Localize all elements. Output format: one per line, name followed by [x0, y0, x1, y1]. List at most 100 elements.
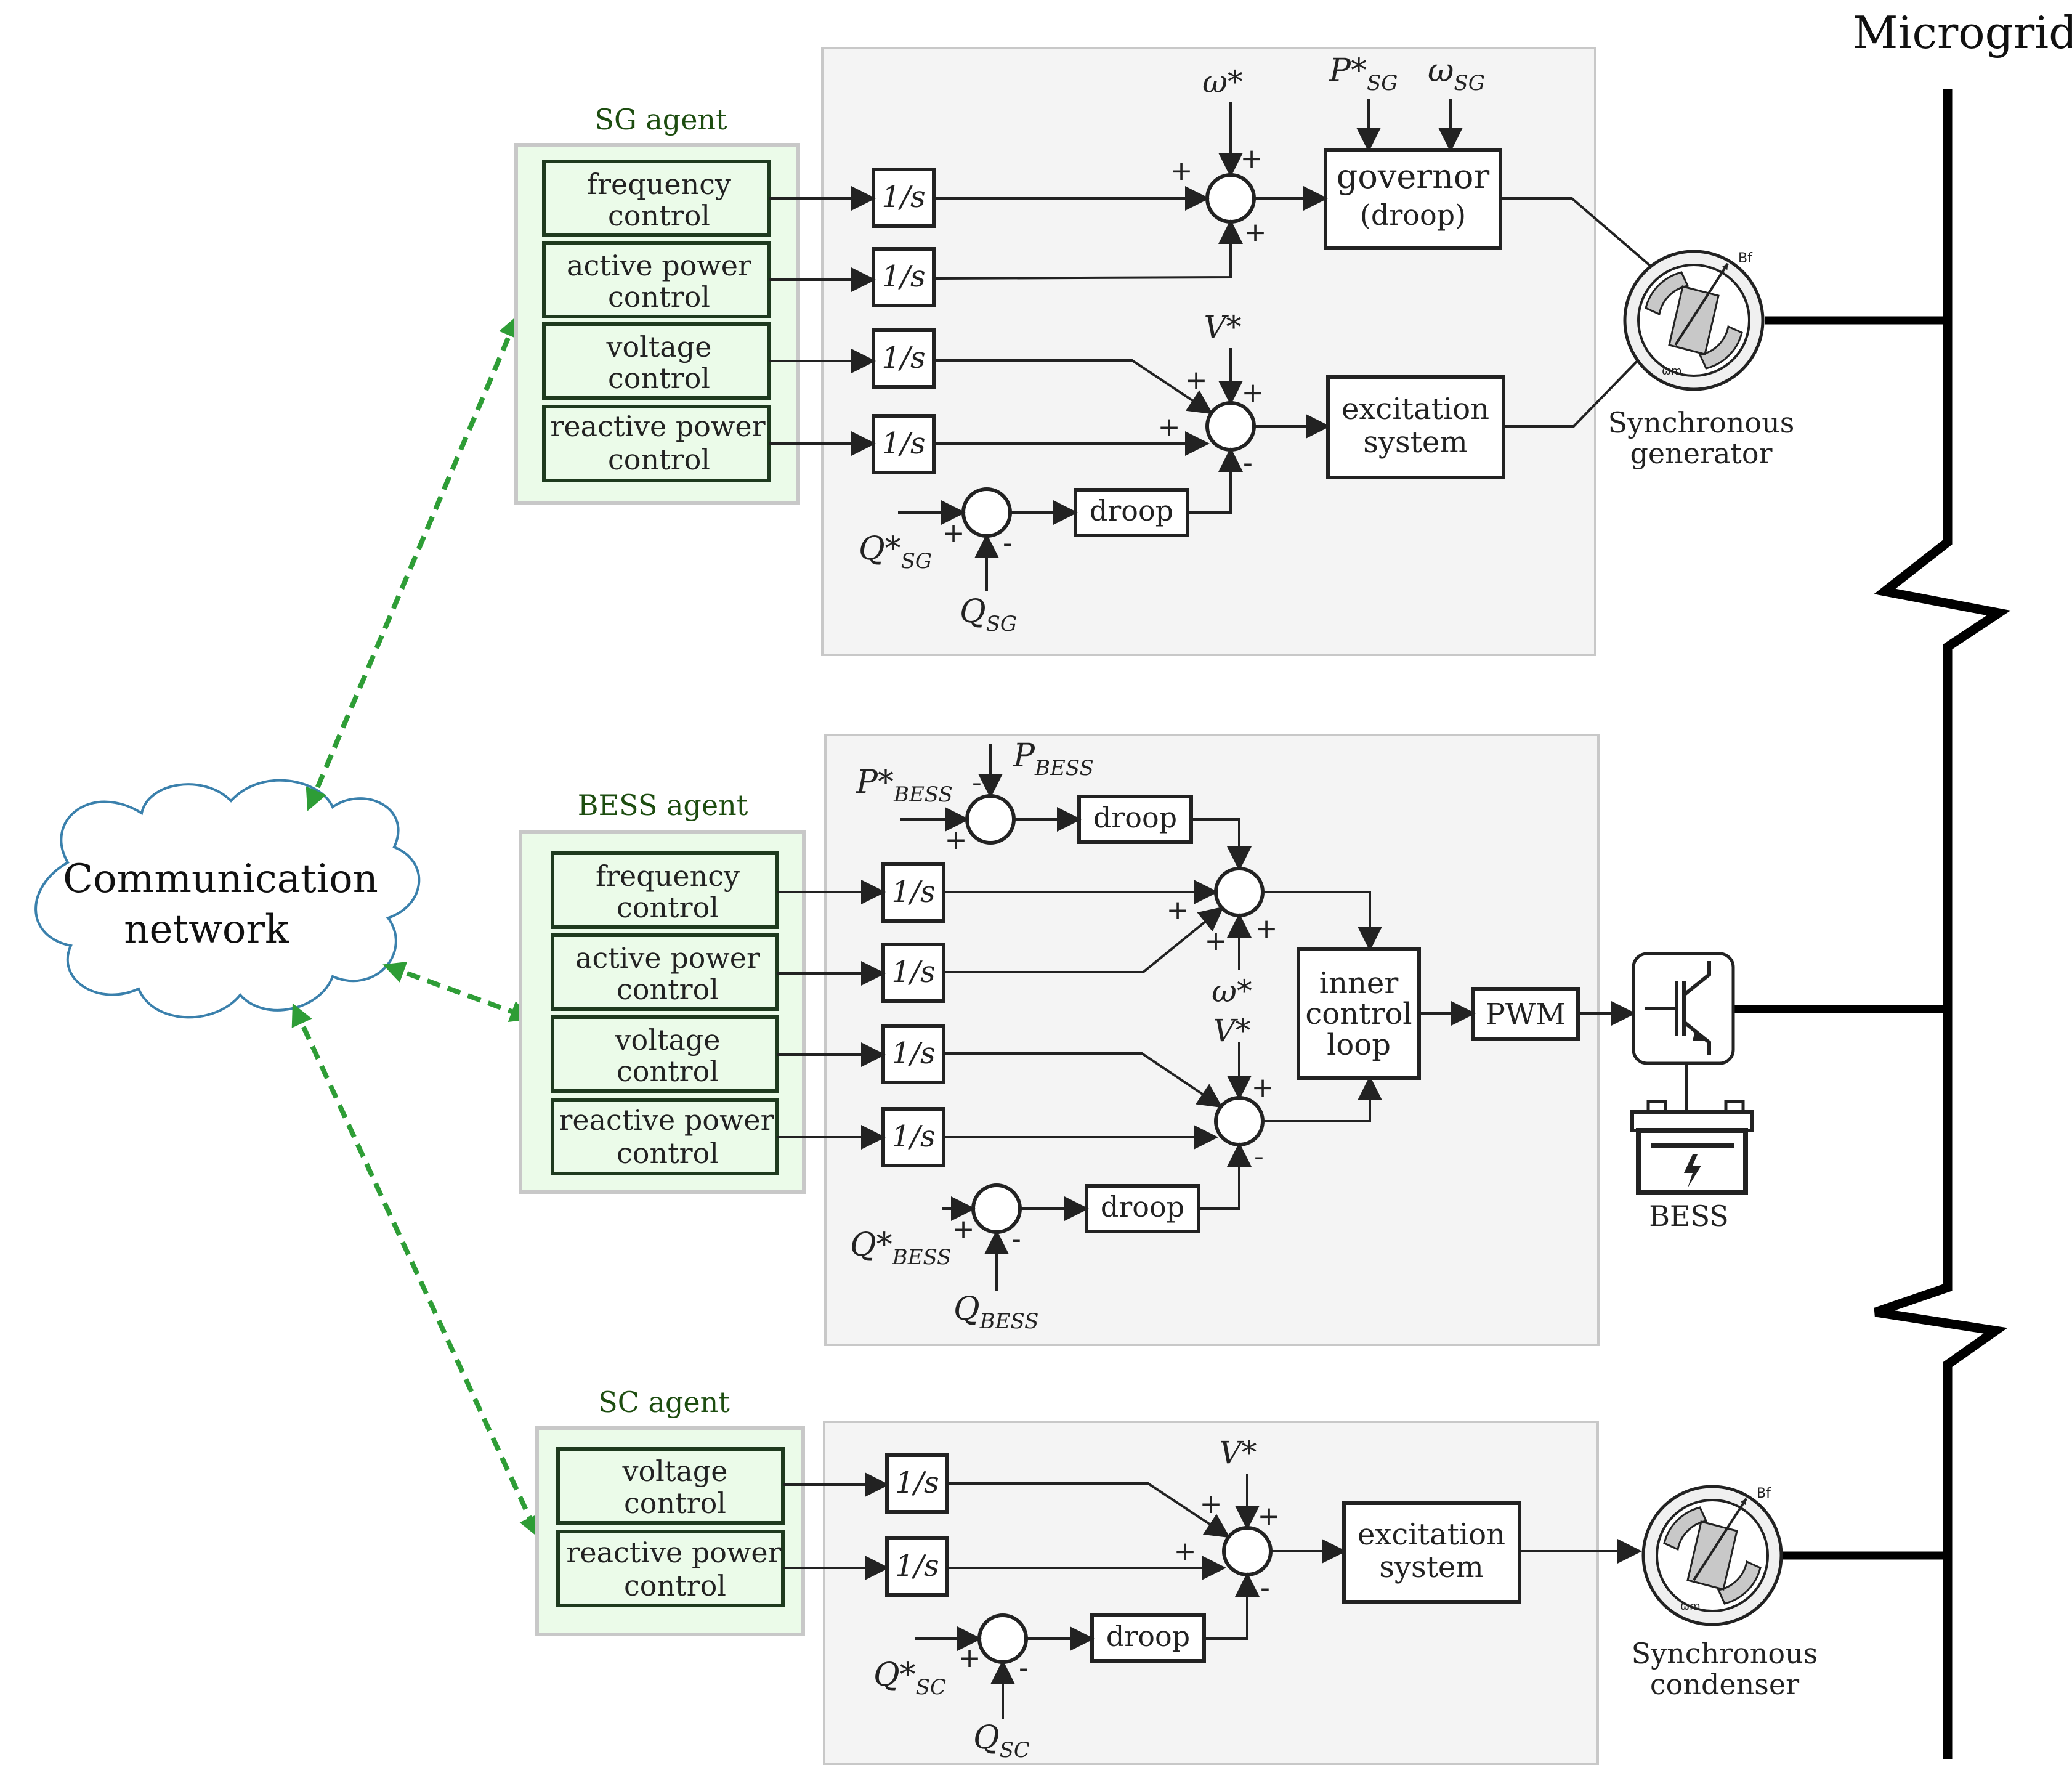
svg-text:+: +	[1170, 155, 1193, 187]
svg-text:ωm: ωm	[1680, 1600, 1701, 1613]
sc-voltage-control-block[interactable]	[556, 1447, 785, 1525]
sc-q-label: QSC	[973, 1719, 1030, 1763]
svg-text:+: +	[1258, 1501, 1281, 1532]
sg-governor-block[interactable]	[1324, 148, 1502, 250]
bess-inner-control-loop-block[interactable]	[1297, 947, 1421, 1080]
bess-p-ref-label: P*BESS	[856, 764, 953, 807]
svg-text:control: control	[608, 280, 710, 314]
sg-voltage-summing-junction	[1205, 401, 1256, 452]
communication-network-label-line1: Communication	[63, 856, 378, 902]
svg-text:reactive power: reactive power	[550, 410, 765, 443]
svg-text:droop: droop	[1090, 494, 1173, 527]
bess-q-label: QBESS	[953, 1291, 1038, 1334]
sc-excitation-system-block[interactable]	[1342, 1501, 1521, 1604]
svg-text:+: +	[952, 1214, 975, 1245]
svg-text:governor: governor	[1337, 157, 1490, 196]
svg-text:-: -	[1003, 527, 1013, 559]
svg-text:+: +	[1167, 895, 1189, 926]
svg-text:active power: active power	[567, 249, 751, 282]
svg-text:+: +	[1242, 377, 1265, 408]
sc-section: SC agent voltage control reactive power …	[535, 1386, 1818, 1765]
bess-q-ref-label: Q*BESS	[850, 1227, 951, 1270]
svg-text:control: control	[608, 362, 710, 395]
bess-agent-title: BESS agent	[578, 789, 748, 822]
sg-machine-label-line1: Synchronous	[1608, 406, 1795, 439]
svg-text:+: +	[942, 517, 965, 549]
bess-omega-ref-label: ω*	[1212, 973, 1252, 1009]
svg-text:+: +	[945, 824, 968, 856]
bess-active-power-control-block[interactable]	[551, 933, 779, 1011]
svg-text:reactive power: reactive power	[566, 1536, 781, 1569]
svg-text:1/s: 1/s	[881, 259, 925, 294]
svg-text:system: system	[1363, 425, 1468, 460]
svg-text:droop: droop	[1106, 1620, 1190, 1653]
svg-text:+: +	[1185, 365, 1208, 396]
svg-text:droop: droop	[1101, 1190, 1184, 1223]
svg-text:1/s: 1/s	[891, 875, 935, 909]
sc-reactive-power-control-block[interactable]	[556, 1530, 785, 1607]
sc-v-ref-label: V*	[1219, 1435, 1257, 1471]
bess-voltage-control-block[interactable]	[551, 1015, 779, 1093]
svg-text:-: -	[1260, 1572, 1270, 1604]
sg-controller-panel	[821, 47, 1596, 656]
svg-text:excitation: excitation	[1342, 392, 1489, 426]
microgrid-bus	[1874, 89, 2011, 1759]
bess-integrator-1	[881, 862, 945, 923]
bess-controller-panel	[824, 734, 1600, 1346]
sg-omega-ref-label: ω*	[1202, 64, 1243, 100]
svg-text:1/s: 1/s	[895, 1549, 939, 1583]
svg-text:ωm: ωm	[1662, 365, 1682, 378]
svg-text:control: control	[1305, 997, 1412, 1031]
igbt-converter-icon	[1632, 952, 1735, 1065]
bess-v-ref-label: V*	[1213, 1013, 1250, 1049]
sc-voltage-summing-junction	[1222, 1526, 1273, 1576]
svg-text:+: +	[1255, 913, 1278, 944]
sg-frequency-summing-junction	[1205, 173, 1256, 224]
svg-text:1/s: 1/s	[891, 1036, 935, 1071]
svg-text:frequency: frequency	[587, 168, 731, 201]
svg-text:control: control	[617, 973, 719, 1006]
svg-text:(droop): (droop)	[1360, 198, 1466, 232]
svg-text:-: -	[1254, 1141, 1264, 1172]
svg-text:droop: droop	[1093, 801, 1177, 834]
svg-text:excitation: excitation	[1358, 1517, 1505, 1552]
bess-frequency-summing-junction	[1214, 867, 1265, 917]
svg-text:1/s: 1/s	[881, 426, 925, 461]
sg-frequency-control-block[interactable]	[542, 160, 771, 237]
synchronous-generator-icon: Bf ωm	[1623, 250, 1765, 391]
svg-text:voltage: voltage	[615, 1023, 721, 1057]
svg-text:+: +	[1240, 143, 1263, 174]
svg-text:1/s: 1/s	[891, 955, 935, 989]
svg-text:+: +	[1200, 1488, 1223, 1520]
bess-reactive-power-control-block[interactable]	[551, 1098, 779, 1175]
svg-text:voltage: voltage	[622, 1455, 728, 1488]
svg-text:+: +	[1158, 412, 1181, 443]
sg-integrator-1	[872, 168, 936, 228]
svg-text:-: -	[1019, 1652, 1029, 1684]
svg-text:Bf: Bf	[1757, 1486, 1771, 1501]
sg-q-label: QSG	[960, 593, 1017, 636]
sc-agent-title: SC agent	[598, 1386, 730, 1419]
sg-active-power-control-block[interactable]	[542, 241, 771, 318]
svg-text:-: -	[972, 767, 982, 798]
sg-v-ref-label: V*	[1204, 309, 1241, 345]
svg-text:control: control	[617, 1055, 719, 1088]
svg-text:+: +	[1174, 1536, 1197, 1567]
svg-text:control: control	[608, 199, 710, 232]
bess-voltage-summing-junction	[1214, 1096, 1265, 1146]
sg-voltage-control-block[interactable]	[542, 322, 771, 400]
svg-text:+: +	[958, 1642, 981, 1674]
bess-frequency-control-block[interactable]	[551, 851, 779, 929]
svg-text:-: -	[1011, 1223, 1021, 1255]
bess-active-summing-junction	[965, 794, 1016, 845]
communication-network-label-line2: network	[124, 907, 289, 952]
svg-text:active power: active power	[575, 941, 760, 975]
sc-machine-label-line1: Synchronous	[1632, 1637, 1818, 1670]
link-sg-agent	[306, 315, 520, 811]
sg-reactive-power-control-block[interactable]	[542, 405, 771, 482]
sg-machine-label-line2: generator	[1630, 437, 1772, 470]
synchronous-condenser-icon: Bf ωm	[1641, 1485, 1783, 1626]
svg-text:+: +	[1252, 1072, 1274, 1103]
bess-p-label: PBESS	[1013, 737, 1094, 781]
